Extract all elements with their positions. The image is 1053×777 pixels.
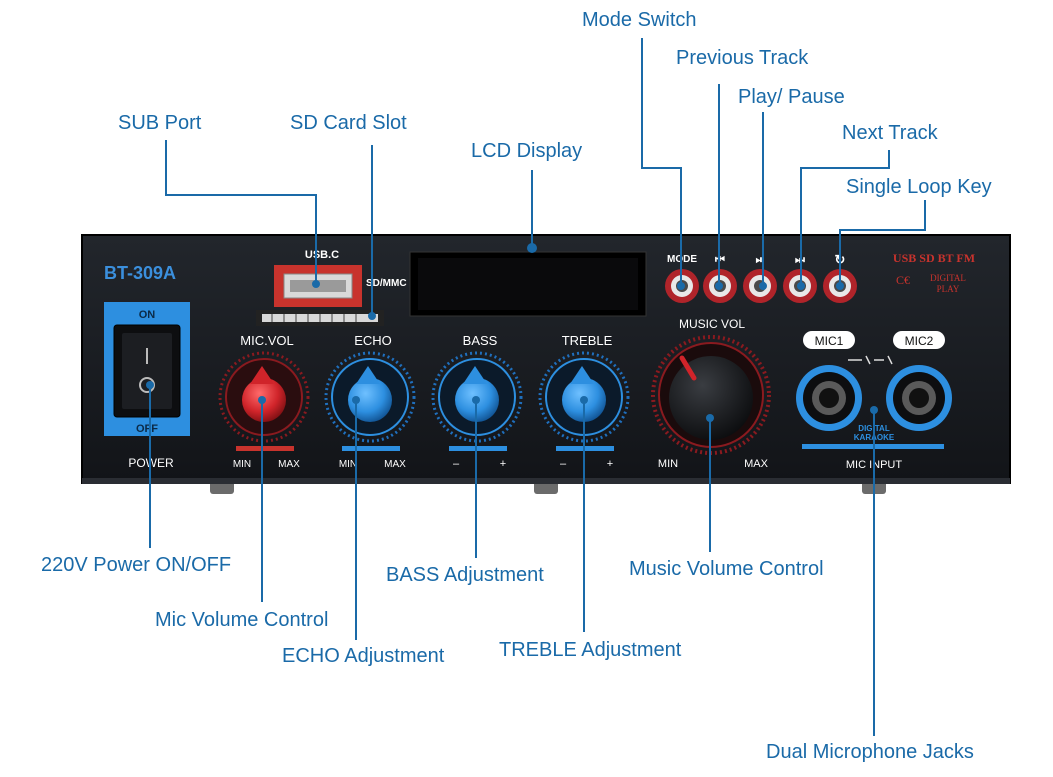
callout-power: 220V Power ON/OFF [41,554,232,576]
callout-mic-volume: Mic Volume Control [155,609,329,631]
leader-mode-switch [641,38,682,286]
callout-echo: ECHO Adjustment [282,645,445,667]
callout-sd-card-slot: SD Card Slot [290,112,407,134]
music-vol-min: MIN [658,458,678,470]
music-vol-label: MUSIC VOL [679,317,745,331]
prev-icon-label: ⏮ [715,254,725,266]
bass-max: + [500,458,506,470]
treble-min: – [560,458,567,470]
echo-min: MIN [339,459,357,470]
sd-label: SD/MMC [366,278,407,289]
leader-single-loop [839,200,926,286]
mic-vol-label: MIC.VOL [240,333,293,348]
callout-sub-port: SUB Port [118,112,202,134]
callout-lcd-display: LCD Display [471,140,583,162]
callout-mode-switch: Mode Switch [582,9,697,31]
mic2-badge [893,331,945,349]
echo-max: MAX [384,459,406,470]
callout-treble: TREBLE Adjustment [499,639,682,661]
formats-label: USB SD BT FM [893,251,975,265]
power-label: POWER [128,456,174,470]
mic1-badge [803,331,855,349]
power-off-label: OFF [136,423,158,435]
model-label: BT-309A [104,263,176,283]
power-on-label: ON [139,309,156,321]
callout-play-pause: Play/ Pause [738,86,845,108]
mic-vol-min: MIN [233,459,251,470]
play-label: PLAY [937,284,960,294]
callout-previous-track: Previous Track [676,47,809,69]
mic2-label: MIC2 [905,334,934,348]
bass-label: BASS [463,333,498,348]
treble-label: TREBLE [562,333,613,348]
treble-max: + [607,458,613,470]
mode-button-label: MODE [667,254,697,265]
usb-label: USB.C [305,249,339,261]
leader-sub-port [165,140,317,284]
echo-label: ECHO [354,333,392,348]
lcd-display [418,258,638,310]
callout-single-loop: Single Loop Key [846,176,992,198]
digital-label: DIGITAL [930,273,966,283]
mic1-jack[interactable] [796,365,862,431]
callout-music-volume: Music Volume Control [629,558,824,580]
music-volume-knob[interactable] [658,342,764,448]
mic2-jack[interactable] [886,365,952,431]
bass-min: – [453,458,460,470]
ce-mark: C€ [896,273,910,287]
mic1-label: MIC1 [815,334,844,348]
callout-bass: BASS Adjustment [386,564,544,586]
callout-next-track: Next Track [842,122,938,144]
echo-knob[interactable] [331,358,409,436]
callout-dual-mic: Dual Microphone Jacks [766,741,974,763]
leader-next-track [800,150,890,286]
music-vol-max: MAX [744,458,769,470]
play-pause-icon-label: ⏯ [756,254,765,266]
mic-vol-max: MAX [278,459,300,470]
